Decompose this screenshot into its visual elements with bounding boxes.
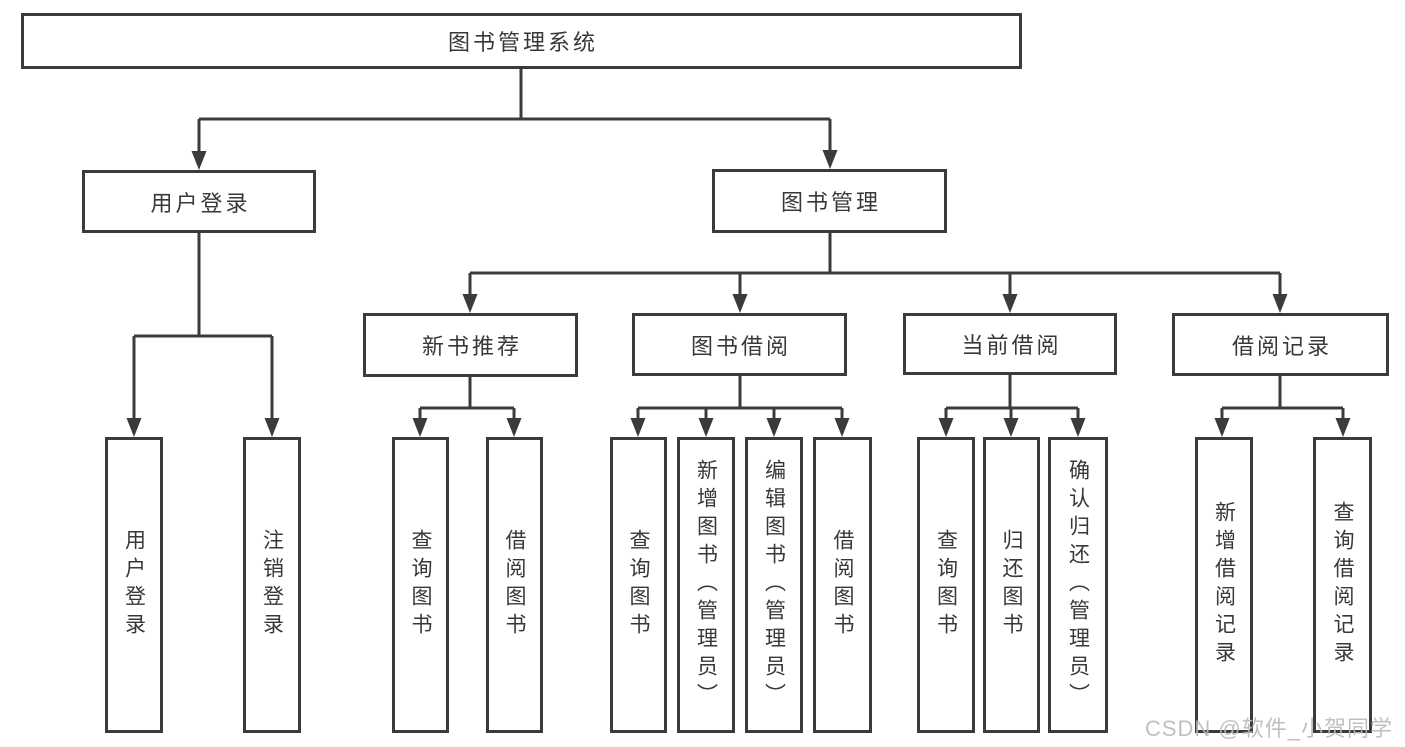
- leaf-query-borrow-record: 查询借阅记录: [1313, 437, 1372, 733]
- leaf-edit-book-admin: 编辑图书（管理员）: [745, 437, 803, 733]
- leaf-borrow-books-borrowing: 借阅图书: [813, 437, 872, 733]
- leaf-add-book-admin: 新增图书（管理员）: [677, 437, 735, 733]
- leaf-logout: 注销登录: [243, 437, 301, 733]
- leaf-query-books-borrowing: 查询图书: [610, 437, 667, 733]
- node-book-borrowing: 图书借阅: [632, 313, 847, 376]
- leaf-confirm-return-admin: 确认归还（管理员）: [1048, 437, 1108, 733]
- watermark: CSDN @软件_小贺同学: [1144, 716, 1393, 741]
- node-book-management: 图书管理: [712, 169, 947, 233]
- leaf-query-books-current: 查询图书: [917, 437, 975, 733]
- node-borrowing-records: 借阅记录: [1172, 313, 1389, 376]
- node-library-management-system: 图书管理系统: [21, 13, 1022, 69]
- leaf-return-book: 归还图书: [983, 437, 1040, 733]
- leaf-query-books-recommend: 查询图书: [392, 437, 449, 733]
- leaf-borrow-books-recommend: 借阅图书: [486, 437, 543, 733]
- node-current-borrowing: 当前借阅: [903, 313, 1117, 375]
- leaf-add-borrow-record: 新增借阅记录: [1195, 437, 1253, 733]
- leaf-user-login: 用户登录: [105, 437, 163, 733]
- node-user-login: 用户登录: [82, 170, 316, 233]
- node-new-book-recommendation: 新书推荐: [363, 313, 578, 377]
